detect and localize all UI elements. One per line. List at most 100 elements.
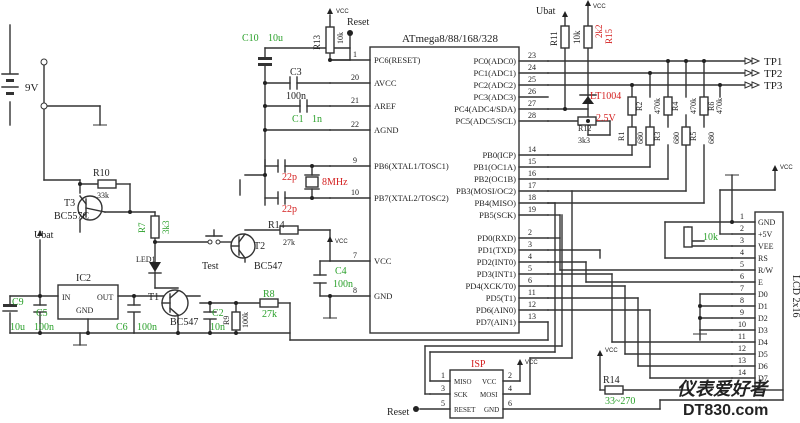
mcu-pin-name: PC1(ADC1)	[473, 68, 516, 78]
mcu-pin-num: 8	[353, 286, 357, 295]
mcu-pin-name: AVCC	[374, 78, 397, 88]
battery-label: 9V	[25, 82, 39, 94]
isp-pin-name: RESET	[454, 406, 476, 414]
mcu-pin-name: PC5(ADC5/SCL)	[456, 116, 517, 126]
tp-wiring	[547, 4, 746, 204]
test-label: Test	[202, 261, 219, 272]
lcd-title: LCD 2x16	[790, 275, 800, 318]
label-r8: R8	[263, 289, 275, 300]
tp3-label: TP3	[764, 80, 783, 92]
vcc-label: VCC	[336, 9, 349, 15]
label-r5: R5	[689, 132, 698, 141]
label-r11: R11	[549, 31, 559, 46]
resistor-r4	[663, 96, 673, 116]
isp-pin-num: 6	[508, 399, 512, 408]
resistor-r1	[627, 126, 637, 146]
lcd-pin-num: 8	[740, 296, 744, 305]
ic2-body	[57, 284, 119, 320]
tp1-arrow-icon	[744, 57, 754, 65]
vcc-arrow-icon	[597, 350, 603, 356]
label-r12: R12	[578, 124, 591, 133]
label-t1: T1	[148, 292, 159, 303]
label-r2-value: 470k	[653, 98, 662, 114]
mcu-pin-name: PB3(MOSI/OC2)	[456, 186, 516, 196]
ic2-label: IC2	[76, 273, 91, 284]
label-r5-value: 680	[707, 132, 716, 144]
crystal-wiring	[239, 159, 331, 206]
ic2-out: OUT	[97, 293, 114, 302]
reset-label: Reset	[347, 17, 369, 28]
resistor-r6	[699, 96, 709, 116]
r8-wiring	[199, 302, 549, 341]
label-c4-value: 100n	[333, 279, 353, 290]
label-c2: C2	[212, 308, 224, 319]
resistor-r3	[645, 126, 655, 146]
label-lt1004-value: 2.5V	[596, 113, 617, 124]
label-c10-value: 10u	[268, 33, 283, 44]
label-r7: R7	[137, 222, 147, 233]
label-r3-value: 680	[672, 132, 681, 144]
label-r6-value: 470k	[715, 98, 724, 114]
pb-wiring	[547, 154, 705, 204]
label-r1-value: 680	[636, 132, 645, 144]
mcu-pin-num: 6	[528, 276, 532, 285]
label-c9: C9	[12, 297, 24, 308]
ubat-label-left: Ubat	[34, 230, 54, 241]
reset-terminal-icon	[413, 406, 419, 412]
mcu-pin-num: 17	[528, 181, 536, 190]
lcd-pin-num: 2	[740, 224, 744, 233]
switch-contact-icon[interactable]	[215, 239, 221, 245]
mcu-pin-num: 9	[353, 156, 357, 165]
terminal-plus-icon	[40, 58, 48, 66]
mcu-pin-name: PC6(RESET)	[374, 55, 420, 65]
isp-title: ISP	[471, 359, 486, 370]
lcd-pin-num: 12	[738, 344, 746, 353]
mcu-pin-num: 2	[528, 228, 532, 237]
resistor-r10	[97, 179, 117, 189]
mcu-pin-num: 10	[351, 188, 359, 197]
mcu-pin-name: PD5(T1)	[486, 293, 516, 303]
label-r12-value: 3k3	[578, 136, 590, 145]
vcc-label: VCC	[780, 165, 793, 171]
label-pot: 10k	[703, 232, 718, 243]
ubat-arrow-icon	[37, 230, 43, 236]
switch-contact-icon[interactable]	[207, 239, 213, 245]
led-label: LED1	[136, 255, 156, 264]
resistor-r8	[259, 298, 279, 308]
label-t1-value: BC547	[170, 317, 198, 328]
resistor-r14-bottom	[604, 385, 624, 395]
potentiometer-10k[interactable]	[683, 226, 693, 248]
lcd-pin-num: 5	[740, 260, 744, 269]
transistor-t2	[230, 233, 256, 259]
vcc-arrow-icon	[327, 8, 333, 14]
lcd-pin-name: RS	[758, 254, 768, 263]
label-r4-value: 470k	[689, 98, 698, 114]
lcd-pin-lines	[731, 221, 756, 379]
mcu-pin-name: PB1(OC1A)	[473, 162, 516, 172]
tp2-label: TP2	[764, 68, 782, 80]
vcc-arrow-icon	[772, 165, 778, 171]
label-r6: R6	[707, 102, 716, 111]
mcu-pin-name: PB4(MISO)	[474, 198, 516, 208]
mcu-pin-num: 16	[528, 169, 536, 178]
vcc-label: VCC	[335, 239, 348, 245]
label-r15-value: 2k2	[594, 25, 604, 39]
tp2-arrow-icon	[751, 69, 761, 77]
mcu-pin-num: 1	[353, 50, 357, 59]
capacitor-plate	[3, 304, 17, 307]
terminal-minus-icon	[40, 102, 48, 110]
mcu-pin-name: PB2(OC1B)	[474, 174, 516, 184]
mcu-pin-num: 4	[528, 252, 532, 261]
lcd-pin-num: 9	[740, 308, 744, 317]
mcu-pin-name: PD7(AIN1)	[476, 317, 516, 327]
mcu-pin-name: PB0(ICP)	[482, 150, 516, 160]
isp-pin-num: 1	[441, 371, 445, 380]
label-r14-bottom: R14	[603, 375, 620, 386]
ubat-label-top: Ubat	[536, 6, 556, 17]
mcu-pin-num: 12	[528, 300, 536, 309]
mcu-pin-name: PD6(AIN0)	[476, 305, 516, 315]
mcu-pin-name: PC3(ADC3)	[473, 92, 516, 102]
label-22p-bottom: 22p	[282, 204, 297, 215]
lcd-body	[754, 211, 784, 391]
